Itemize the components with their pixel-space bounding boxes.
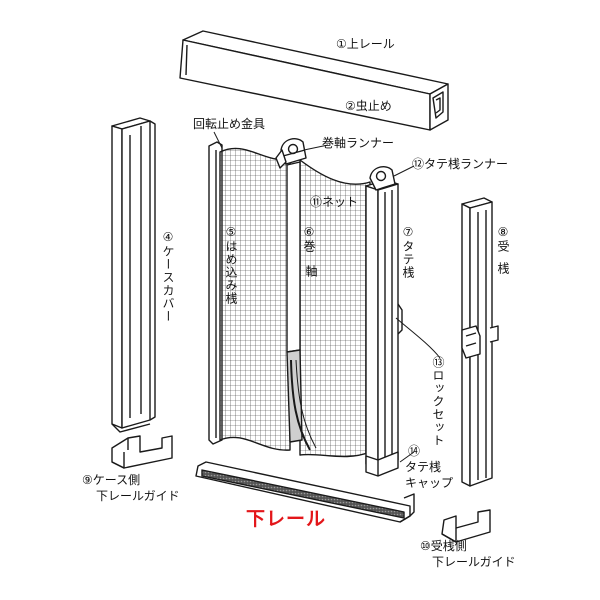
label-receiving-guide-line2: 下レールガイド (432, 555, 516, 569)
net (219, 147, 371, 458)
label-vertical-bar-cap-number: ⑭ (408, 444, 421, 458)
bottom-rail (195, 461, 415, 523)
receiving-side-bottom-rail-guide (441, 509, 491, 543)
label-roll-shaft-a: ⑥巻 (302, 225, 316, 253)
label-net: ⑪ネット (310, 195, 359, 209)
label-vertical-bar-cap-line1: タテ桟 (405, 460, 442, 474)
label-receiving-bar-b: 桟 (496, 262, 510, 275)
label-vertical-bar-runner: ⑫タテ桟ランナー (412, 157, 509, 171)
label-roll-shaft-b: 軸 (304, 265, 318, 278)
top-rail (179, 30, 449, 131)
label-vertical-bar: ⑦タテ桟 (401, 225, 415, 279)
roll-shaft-runner (280, 138, 307, 165)
label-roll-shaft-runner: 巻軸ランナー (322, 136, 395, 150)
label-fit-in-bar: ⑤はめ込み桟 (224, 225, 238, 305)
label-case-side-guide-line2: 下レールガイド (96, 489, 180, 503)
label-bottom-rail: 下レール (246, 508, 327, 530)
vertical-bar-cap (365, 451, 399, 477)
label-case-cover: ④ケースカバー (161, 230, 175, 323)
vertical-bar-runner (369, 166, 396, 191)
label-top-rail: ①上レール (336, 37, 395, 51)
case-side-bottom-rail-guide (111, 435, 173, 469)
roll-shaft (286, 161, 317, 451)
label-receiving-bar-a: ⑧受 (496, 225, 510, 253)
case-cover (111, 117, 156, 433)
receiving-bar (461, 197, 493, 487)
label-insect-stop: ②虫止め (345, 99, 392, 113)
rotation-stopper (275, 149, 287, 169)
lock-set (461, 325, 499, 359)
label-vertical-bar-cap-line2: キャップ (405, 476, 454, 490)
label-rotation-stopper: 回転止め金具 (193, 117, 266, 131)
leader-lines (213, 131, 441, 463)
label-receiving-guide-line1: ⑩受桟側 (420, 539, 467, 553)
vertical-bar (365, 179, 403, 469)
label-lock-set: ⑬ロックセット (431, 356, 445, 447)
label-case-side-guide-line1: ⑨ケース側 (82, 473, 141, 487)
